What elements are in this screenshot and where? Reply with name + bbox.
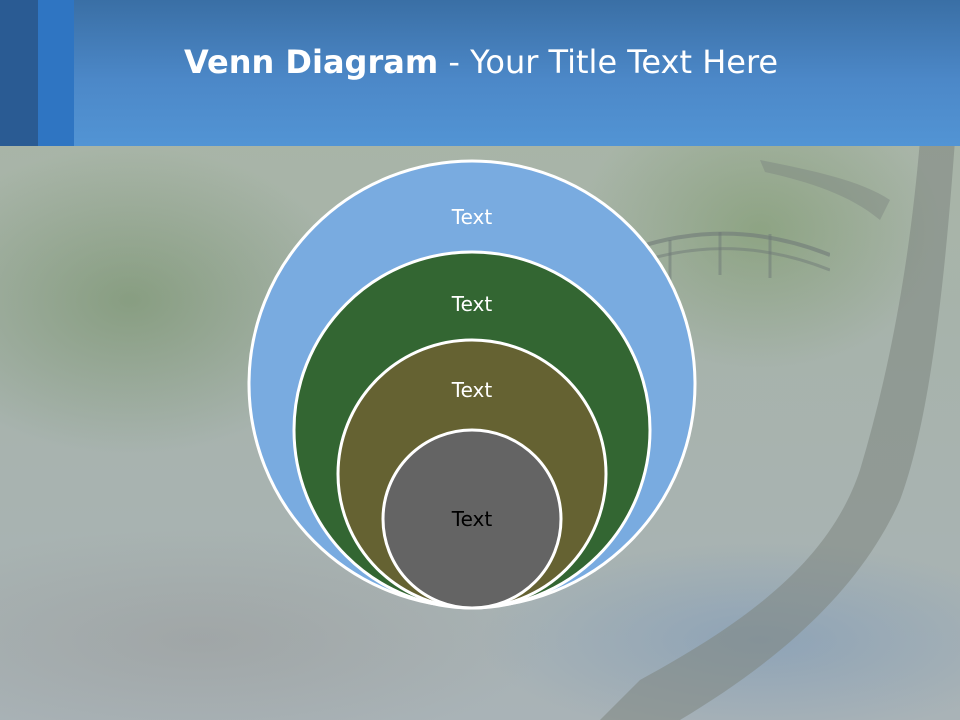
venn-circle-inner <box>381 428 563 610</box>
slide-title-rest: - Your Title Text Here <box>438 43 779 81</box>
slide-title: Venn Diagram - Your Title Text Here <box>184 40 778 84</box>
venn-label-outer: Text <box>451 205 493 229</box>
header-accent-stripe <box>0 0 38 146</box>
venn-label-third: Text <box>451 378 493 402</box>
venn-label-inner: Text <box>451 507 493 531</box>
venn-label-second: Text <box>451 292 493 316</box>
slide-title-bold: Venn Diagram <box>184 43 439 81</box>
tree-trunk-illustration <box>600 140 955 720</box>
header-accent-stripe <box>38 0 74 146</box>
header-band: Venn Diagram - Your Title Text Here <box>0 0 960 146</box>
